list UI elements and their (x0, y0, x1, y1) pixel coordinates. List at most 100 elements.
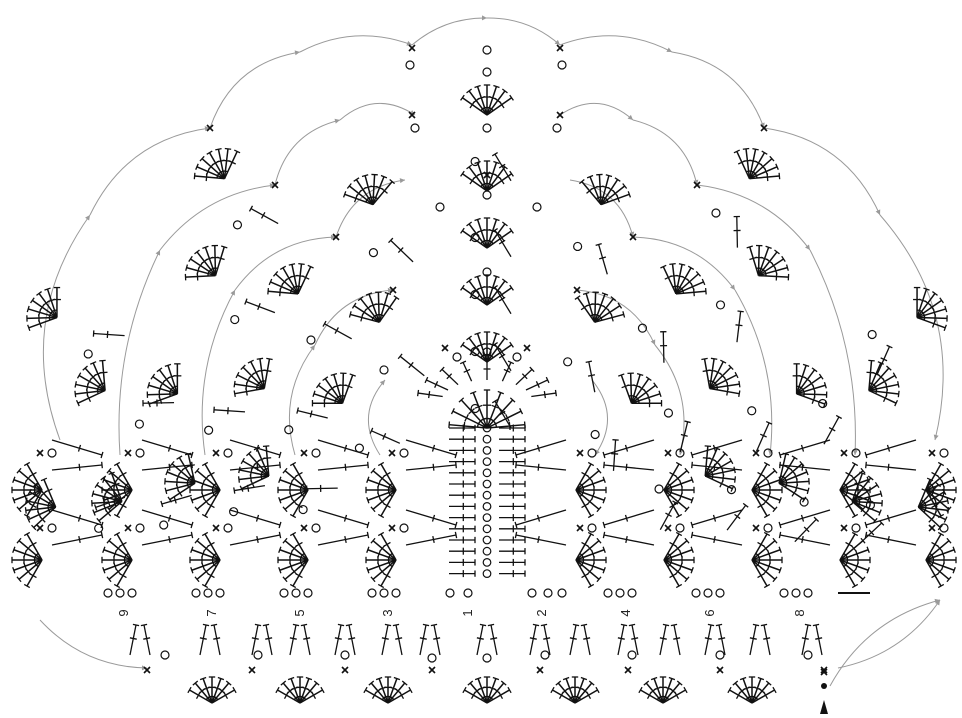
double-crochet-stitch (449, 548, 475, 555)
double-crochet-stitch (604, 462, 654, 471)
double-crochet-stitch (301, 624, 310, 655)
double-crochet-stitch (52, 462, 102, 471)
double-crochet-stitch (750, 624, 759, 655)
double-crochet-stitch (290, 624, 299, 655)
double-crochet-stitch (716, 624, 725, 655)
shell-fan (752, 532, 782, 587)
chain-stitch (804, 589, 812, 597)
shell-fan (75, 360, 108, 406)
shell-fan (165, 453, 195, 502)
row-label: 8 (792, 609, 807, 616)
chain-stitch (676, 524, 684, 532)
chain-stitch (712, 209, 720, 217)
double-crochet-stitch (488, 624, 497, 655)
start-arrow (820, 700, 828, 714)
shell-fan (579, 174, 630, 204)
double-crochet-stitch (346, 624, 355, 655)
chain-stitch (716, 589, 724, 597)
chain-stitch (483, 124, 491, 132)
double-crochet-stitch (393, 624, 402, 655)
chain-stitch (312, 449, 320, 457)
chain-stitch (136, 449, 144, 457)
chain-stitch (483, 458, 491, 466)
single-crochet-stitch (841, 525, 847, 531)
single-crochet-stitch (577, 450, 583, 456)
chain-stitch (400, 449, 408, 457)
chain-stitch (541, 651, 549, 659)
shell-fan (728, 677, 776, 703)
double-crochet-stitch (449, 570, 475, 577)
single-crochet-stitch (429, 667, 435, 673)
double-crochet-stitch (406, 440, 457, 458)
shell-fan (576, 532, 606, 587)
row-label: 4 (618, 609, 633, 616)
chain-stitch (471, 405, 479, 413)
connector-arc (160, 185, 275, 250)
double-crochet-stitch (93, 330, 124, 338)
single-crochet-stitch (213, 450, 219, 456)
connector-arc (275, 120, 340, 185)
chain-stitch (483, 491, 491, 499)
shell-fan (344, 174, 395, 204)
double-crochet-stitch (499, 570, 525, 577)
shell-fan (188, 677, 236, 703)
chain-stitch (852, 524, 860, 532)
start-marker (820, 683, 828, 714)
double-crochet-stitch (200, 624, 209, 655)
row-label: 5 (292, 609, 307, 616)
double-crochet-stitch (252, 624, 261, 655)
double-crochet-stitch (234, 485, 265, 494)
shell-fan (278, 462, 308, 517)
chain-stitch (192, 589, 200, 597)
connector-arc (655, 345, 684, 455)
chain-stitch (483, 570, 491, 578)
chain-stitch (224, 449, 232, 457)
double-crochet-stitch (418, 390, 443, 398)
shell-fan (779, 453, 809, 502)
shell-fan (366, 462, 396, 517)
chain-stitch (204, 589, 212, 597)
connector-arc (810, 250, 855, 455)
chain-stitch (436, 203, 444, 211)
chain-stitch (400, 524, 408, 532)
double-crochet-stitch (877, 345, 892, 375)
chain-stitch (471, 158, 479, 166)
double-crochet-stitch (477, 624, 486, 655)
double-crochet-stitch (866, 462, 916, 471)
chain-stitch (280, 589, 288, 597)
double-crochet-stitch (779, 532, 830, 545)
double-crochet-stitch (671, 624, 680, 655)
single-crochet-stitch (929, 450, 935, 456)
double-crochet-stitch (779, 510, 830, 528)
connector-arc (633, 120, 697, 185)
double-crochet-stitch (779, 440, 830, 458)
shell-fan (639, 677, 687, 703)
double-crochet-stitch (211, 624, 220, 655)
single-crochet-stitch (37, 525, 43, 531)
chain-stitch (341, 651, 349, 659)
double-crochet-stitch (865, 440, 916, 458)
chain-stitch (231, 316, 239, 324)
shell-fan (551, 677, 599, 703)
double-crochet-stitch (307, 485, 338, 492)
double-crochet-stitch (297, 408, 328, 418)
double-crochet-stitch (502, 361, 513, 381)
double-crochet-stitch (449, 559, 475, 566)
shell-fan (461, 218, 514, 248)
double-crochet-stitch (142, 532, 193, 545)
double-crochet-stitch (691, 510, 742, 528)
double-crochet-stitch (318, 532, 369, 545)
double-crochet-stitch (660, 624, 669, 655)
connector-arc (880, 215, 943, 440)
single-crochet-stitch (301, 450, 307, 456)
chain-stitch (136, 524, 144, 532)
double-crochet-stitch (802, 624, 811, 655)
double-crochet-stitch (516, 367, 534, 385)
double-crochet-stitch (705, 624, 714, 655)
chain-stitch (104, 589, 112, 597)
row-label: 7 (204, 609, 219, 616)
connector-arc (43, 215, 90, 440)
connector-arc (202, 290, 235, 455)
chain-stitch (406, 61, 414, 69)
double-crochet-stitch (531, 390, 556, 398)
